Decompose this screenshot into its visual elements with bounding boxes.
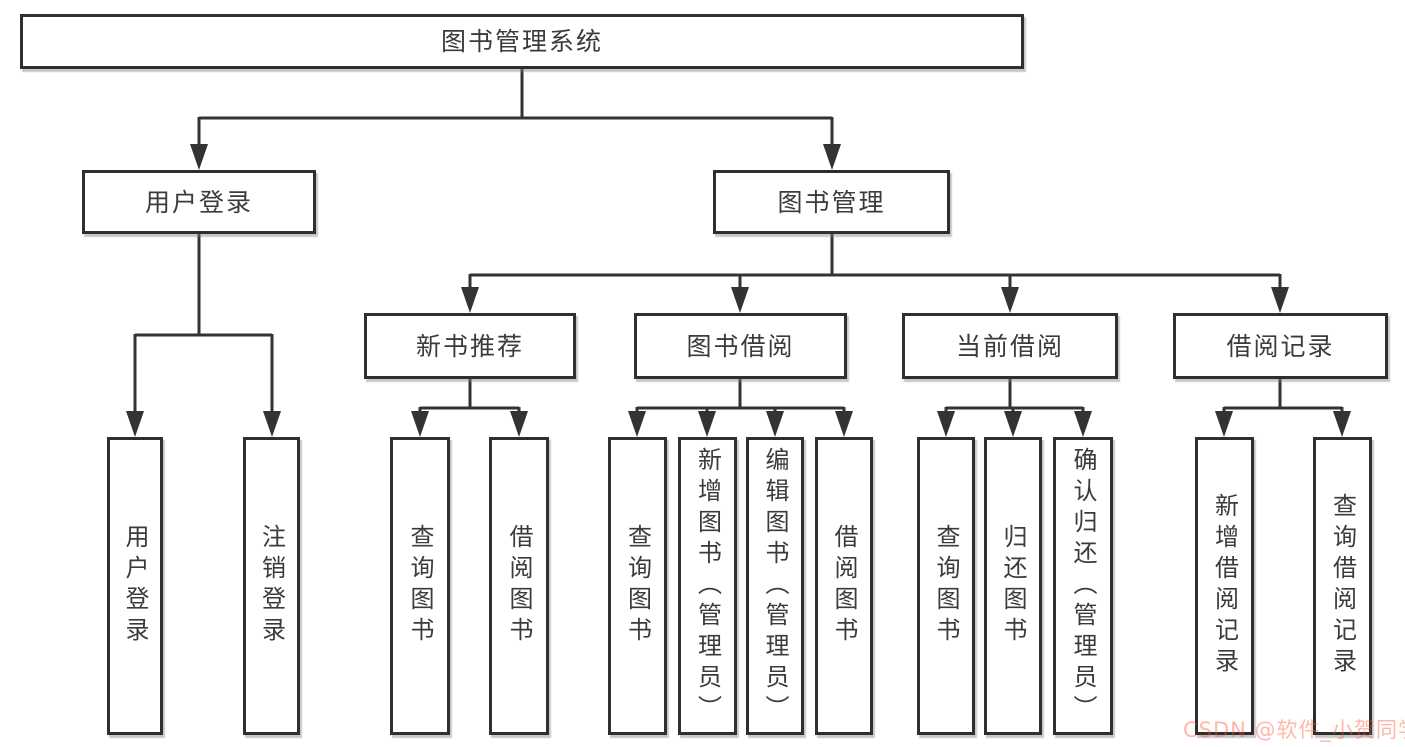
leaf-query-borrow-record: 查询借阅记录 <box>1313 437 1372 735</box>
node-borrow-records: 借阅记录 <box>1173 313 1388 379</box>
node-new-book-recommend: 新书推荐 <box>364 313 576 379</box>
node-library-management-system: 图书管理系统 <box>20 14 1024 69</box>
node-label: 新增图书（管理员） <box>693 446 722 726</box>
node-label: 注销登录 <box>257 524 286 648</box>
leaf-confirm-return-admin: 确认归还（管理员） <box>1053 437 1113 735</box>
leaf-user-login: 用户登录 <box>107 437 163 735</box>
node-label: 归还图书 <box>999 524 1027 648</box>
node-label: 编辑图书（管理员） <box>761 446 789 726</box>
node-current-borrow: 当前借阅 <box>902 313 1118 379</box>
leaf-query-books-recommend: 查询图书 <box>390 437 450 735</box>
node-label: 图书借阅 <box>686 331 795 361</box>
leaf-borrow-books-recommend: 借阅图书 <box>489 437 549 735</box>
leaf-add-borrow-record: 新增借阅记录 <box>1195 437 1254 735</box>
node-label: 借阅图书 <box>505 524 533 648</box>
leaf-borrow-books: 借阅图书 <box>815 437 873 735</box>
node-label: 用户登录 <box>121 524 149 648</box>
node-label: 新书推荐 <box>415 331 524 361</box>
node-label: 确认归还（管理员） <box>1069 446 1097 726</box>
node-label: 用户登录 <box>144 187 253 217</box>
leaf-edit-book-admin: 编辑图书（管理员） <box>746 437 804 735</box>
arrowheads <box>126 144 1351 437</box>
leaf-return-books: 归还图书 <box>984 437 1042 735</box>
node-label: 新增借阅记录 <box>1210 493 1239 679</box>
node-label: 查询图书 <box>932 524 960 648</box>
leaf-query-books-borrow: 查询图书 <box>608 437 667 735</box>
node-label: 查询图书 <box>406 524 434 648</box>
leaf-add-book-admin: 新增图书（管理员） <box>678 437 737 735</box>
leaf-query-books-current: 查询图书 <box>917 437 975 735</box>
node-label: 图书管理系统 <box>440 27 603 56</box>
node-label: 当前借阅 <box>955 331 1064 361</box>
node-label: 借阅记录 <box>1226 331 1335 361</box>
node-label: 查询图书 <box>623 524 652 648</box>
node-book-borrow: 图书借阅 <box>634 313 847 379</box>
node-book-management: 图书管理 <box>713 170 950 234</box>
node-label: 查询借阅记录 <box>1328 493 1357 679</box>
node-user-login: 用户登录 <box>82 170 316 234</box>
node-label: 借阅图书 <box>830 524 858 648</box>
node-label: 图书管理 <box>777 187 886 217</box>
leaf-logout: 注销登录 <box>243 437 300 735</box>
